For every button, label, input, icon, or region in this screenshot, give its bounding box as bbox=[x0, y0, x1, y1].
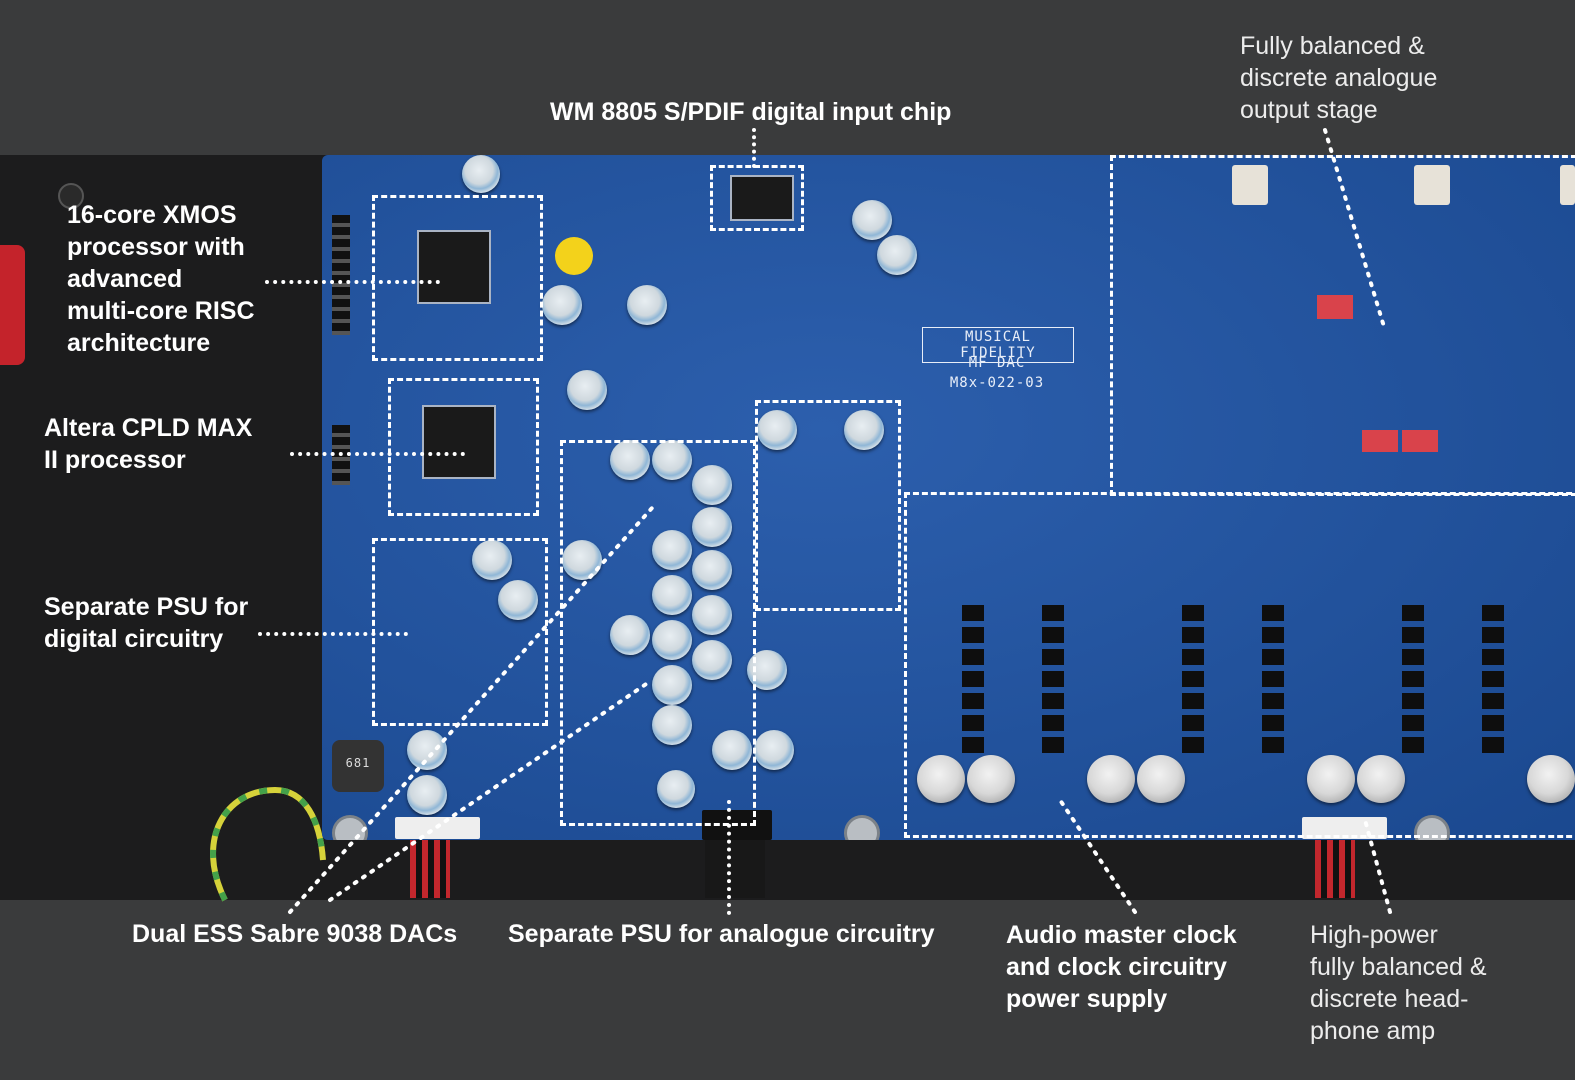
capacitor bbox=[542, 285, 582, 325]
capacitor bbox=[462, 155, 500, 193]
capacitor bbox=[652, 620, 692, 660]
xmos-leader bbox=[265, 280, 440, 284]
capacitor bbox=[754, 730, 794, 770]
capacitor bbox=[407, 730, 447, 770]
mounting-screw bbox=[844, 815, 880, 840]
altera-highlight-box bbox=[388, 378, 539, 516]
ground-wire bbox=[210, 786, 326, 902]
psu-analogue-leader bbox=[727, 800, 731, 915]
capacitor bbox=[652, 665, 692, 705]
red-component bbox=[1402, 430, 1438, 452]
capacitor bbox=[652, 440, 692, 480]
capacitor bbox=[692, 465, 732, 505]
wm8805-label: WM 8805 S/PDIF digital input chip bbox=[550, 98, 952, 126]
relay bbox=[1414, 165, 1450, 205]
capacitor bbox=[692, 550, 732, 590]
inductor: 681 bbox=[332, 740, 384, 792]
capacitor bbox=[407, 775, 447, 815]
altera-label: Altera CPLD MAX II processor bbox=[44, 414, 253, 474]
xmos-chip bbox=[417, 230, 491, 304]
transistor-row bbox=[962, 605, 984, 755]
capacitor bbox=[567, 370, 607, 410]
electrolytic-capacitor bbox=[1307, 755, 1355, 803]
relay bbox=[1232, 165, 1268, 205]
electrolytic-capacitor bbox=[1527, 755, 1575, 803]
capacitor bbox=[652, 705, 692, 745]
psu-digital-leader bbox=[258, 632, 408, 636]
altera-chip bbox=[422, 405, 496, 479]
capacitor bbox=[692, 640, 732, 680]
dacs-label: Dual ESS Sabre 9038 DACs bbox=[132, 920, 458, 948]
altera-leader bbox=[290, 452, 465, 456]
electrolytic-capacitor bbox=[1137, 755, 1185, 803]
wm8805-leader bbox=[752, 128, 756, 168]
model-silkscreen: MF DAC bbox=[968, 355, 1026, 371]
clock-highlight-box bbox=[904, 492, 1575, 838]
electrolytic-capacitor bbox=[1357, 755, 1405, 803]
transistor-row bbox=[1482, 605, 1504, 755]
ribbon-cable bbox=[705, 840, 765, 898]
electrolytic-capacitor bbox=[1087, 755, 1135, 803]
dac-highlight-box bbox=[755, 400, 901, 611]
panel-screw bbox=[58, 183, 84, 209]
capacitor bbox=[712, 730, 752, 770]
transistor-row bbox=[1042, 605, 1064, 755]
ribbon-cable bbox=[1315, 840, 1355, 898]
capacitor bbox=[692, 595, 732, 635]
wm8805-chip bbox=[730, 175, 794, 221]
capacitor bbox=[562, 540, 602, 580]
brand-silkscreen: MUSICAL FIDELITY bbox=[922, 327, 1074, 363]
capacitor bbox=[652, 575, 692, 615]
capacitor bbox=[652, 530, 692, 570]
xmos-highlight-box bbox=[372, 195, 543, 361]
capacitor bbox=[610, 615, 650, 655]
capacitor bbox=[657, 770, 695, 808]
relay bbox=[1560, 165, 1575, 205]
capacitor bbox=[692, 507, 732, 547]
capacitor bbox=[610, 440, 650, 480]
clock-label: Audio master clock and clock circuitry p… bbox=[1006, 921, 1237, 1013]
red-component bbox=[1362, 430, 1398, 452]
psu-digital-label: Separate PSU for digital circuitry bbox=[44, 593, 249, 653]
part-silkscreen: M8x-022-03 bbox=[949, 375, 1045, 391]
capacitor bbox=[627, 285, 667, 325]
capacitor bbox=[498, 580, 538, 620]
psu-analogue-label: Separate PSU for analogue circuitry bbox=[508, 920, 935, 948]
capacitor bbox=[844, 410, 884, 450]
output-stage-label: Fully balanced & discrete analogue outpu… bbox=[1240, 32, 1438, 124]
headphone-label: High-power fully balanced & discrete hea… bbox=[1310, 921, 1487, 1045]
capacitor bbox=[757, 410, 797, 450]
pin-header bbox=[332, 215, 350, 335]
transistor-row bbox=[1262, 605, 1284, 755]
psu-analogue-highlight-box bbox=[560, 440, 756, 826]
xmos-label: 16-core XMOS processor with advanced mul… bbox=[67, 201, 255, 357]
mounting-screw bbox=[332, 815, 368, 840]
red-connector bbox=[0, 245, 25, 365]
capacitor bbox=[877, 235, 917, 275]
wm8805-highlight-box bbox=[710, 165, 804, 231]
electrolytic-capacitor bbox=[967, 755, 1015, 803]
capacitor bbox=[852, 200, 892, 240]
yellow-marker bbox=[555, 237, 593, 275]
ribbon-cable bbox=[410, 840, 450, 898]
capacitor bbox=[472, 540, 512, 580]
transistor-row bbox=[1182, 605, 1204, 755]
red-component bbox=[1317, 295, 1353, 319]
transistor-row bbox=[1402, 605, 1424, 755]
electrolytic-capacitor bbox=[917, 755, 965, 803]
